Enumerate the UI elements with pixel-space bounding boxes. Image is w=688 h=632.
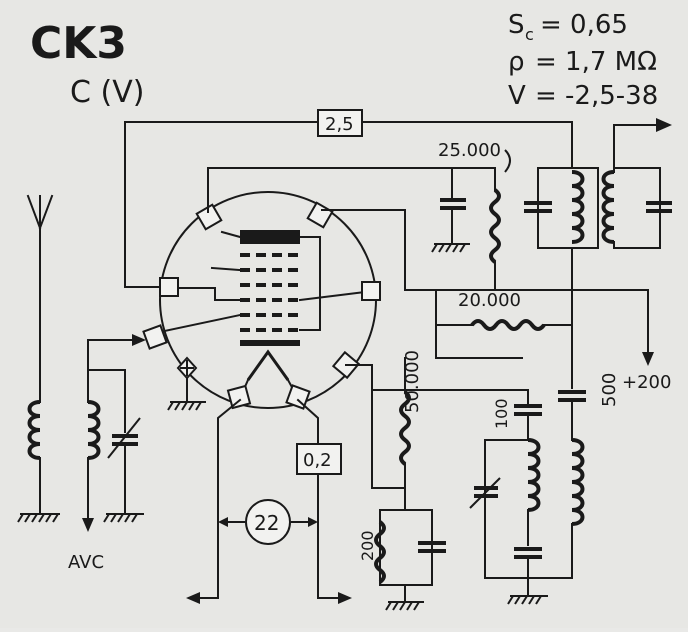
avc-label: AVC: [68, 552, 104, 573]
tube-key-pin: [176, 356, 198, 380]
pot-resistor: [489, 188, 501, 264]
osc-coil-left: [527, 438, 541, 512]
r-200-label: 200: [358, 530, 377, 561]
pot-wiper-arrow: [504, 149, 511, 173]
secondary-frame: [613, 167, 661, 249]
internal-lead-screen: [298, 290, 367, 302]
pin-3: [159, 277, 179, 297]
wire-cathode: [371, 371, 406, 489]
r-mid-label: 20.000: [458, 290, 521, 311]
tube-name: CK3: [30, 18, 127, 69]
internal-lead-grid: [158, 313, 242, 334]
internal-lead-g3: [171, 287, 241, 301]
pin-4: [361, 281, 381, 301]
spec-sc-value: = 0,65: [540, 10, 628, 40]
spec-v: V = -2,5-38: [508, 81, 658, 111]
pin-5: [142, 324, 168, 350]
wire-top-bus: [124, 121, 319, 288]
heater-lead-right: [296, 398, 319, 445]
wire-tuning-cap: [87, 369, 126, 433]
pin-1: [195, 203, 223, 231]
output-lead: [613, 124, 659, 169]
heater-arrow-left: [186, 592, 200, 604]
anode-plate: [240, 230, 300, 244]
spec-v-value: = -2,5-38: [535, 81, 658, 111]
output-arrow: [656, 118, 672, 132]
wire-screen-feed: [435, 324, 523, 359]
internal-lead-g2: [210, 266, 242, 272]
box-02-label: 0,2: [303, 450, 332, 471]
pin-8: [285, 384, 311, 410]
ground-pot: [431, 243, 470, 253]
ground-tuning: [103, 513, 144, 523]
ground-antenna: [17, 513, 60, 523]
b-plus-arrow: [642, 352, 654, 366]
wire-grid-in: [87, 339, 136, 403]
spec-sc: S c = 0,65: [508, 10, 628, 44]
wire-pin2: [321, 209, 406, 291]
box-top: [317, 109, 363, 137]
heater-filament: [246, 349, 290, 381]
pot-label: 25.000: [438, 140, 501, 161]
antenna-icon: [26, 194, 54, 230]
var-cap-osc-arrow: [469, 477, 501, 509]
box-02: [296, 443, 342, 475]
ground-cathode: [385, 601, 424, 611]
heater-circle: [245, 499, 291, 545]
tuning-cap-arrow: [107, 417, 141, 459]
spec-sc-label: S: [508, 10, 525, 40]
spec-rho: ρ = 1,7 MΩ: [508, 47, 657, 77]
spec-rho-value: = 1,7 MΩ: [535, 47, 657, 77]
grid-in-arrow: [132, 334, 146, 346]
heater-lead-left: [197, 398, 242, 599]
avc-arrow: [82, 518, 94, 532]
r-vertical-resistor: [399, 390, 411, 466]
internal-lead-anode: [299, 236, 321, 331]
spec-v-label: V: [508, 81, 526, 111]
wire-pin1: [207, 167, 496, 213]
antenna-coil: [27, 400, 41, 460]
cathode-bar: [240, 340, 300, 346]
pin-2: [306, 201, 334, 229]
r-vertical-label: 50.000: [402, 350, 423, 413]
pin-7: [226, 384, 252, 410]
osc-coil-right: [571, 438, 585, 526]
wire-pin6: [345, 364, 529, 405]
cap-500-label: 500: [599, 373, 620, 407]
r-mid-resistor: [470, 319, 546, 331]
grid-rows: [240, 253, 298, 332]
ground-osc: [507, 595, 548, 605]
spec-rho-label: ρ: [508, 47, 525, 77]
spec-sc-sub: c: [525, 25, 534, 44]
box-top-label: 2,5: [325, 114, 354, 135]
internal-lead-g1: [220, 230, 242, 239]
grid-coil: [87, 400, 101, 460]
r-200-resistor: [374, 520, 386, 584]
ground-key: [167, 401, 206, 411]
heater-label: 22: [254, 511, 279, 535]
cathode-rc-frame: [379, 509, 433, 586]
tank-frame: [537, 167, 599, 249]
tank-coil-primary: [571, 170, 585, 244]
heater-lead-right-low: [317, 473, 341, 599]
tube-base: C (V): [70, 75, 144, 110]
heater-arrow-right: [338, 592, 352, 604]
cap-100-label: 100: [492, 398, 511, 429]
wire-b-plus: [404, 289, 649, 356]
tank-coil-secondary: [601, 170, 615, 244]
b-plus-label: +200: [622, 372, 671, 393]
